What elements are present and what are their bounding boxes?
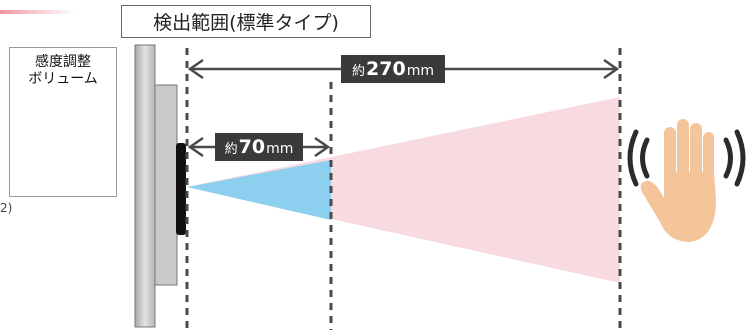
knob-label-line1: 感度調整 xyxy=(35,54,91,70)
hand-icon xyxy=(640,119,716,242)
knob-label-line2: ボリューム xyxy=(28,71,98,87)
short-range-zone xyxy=(187,160,331,220)
knob-callout: 感度調整 ボリューム xyxy=(9,47,117,197)
top-left-accent xyxy=(0,10,75,14)
long-range-value: 270 xyxy=(366,58,406,80)
long-range-zone xyxy=(187,97,620,283)
long-range-prefix: 約 xyxy=(352,64,366,79)
short-range-prefix: 約 xyxy=(224,142,238,157)
short-range-unit: mm xyxy=(266,141,294,157)
sensor-panel-icon xyxy=(134,44,186,328)
diagram-title: 検出範囲(標準タイプ) xyxy=(121,5,371,38)
motion-waves-icon xyxy=(627,129,746,187)
short-range-label: 約 70 mm xyxy=(215,133,303,161)
long-range-unit: mm xyxy=(406,63,434,79)
corner-note: 2) xyxy=(0,201,13,215)
short-range-value: 70 xyxy=(238,136,266,158)
long-range-label: 約 270 mm xyxy=(341,55,445,83)
